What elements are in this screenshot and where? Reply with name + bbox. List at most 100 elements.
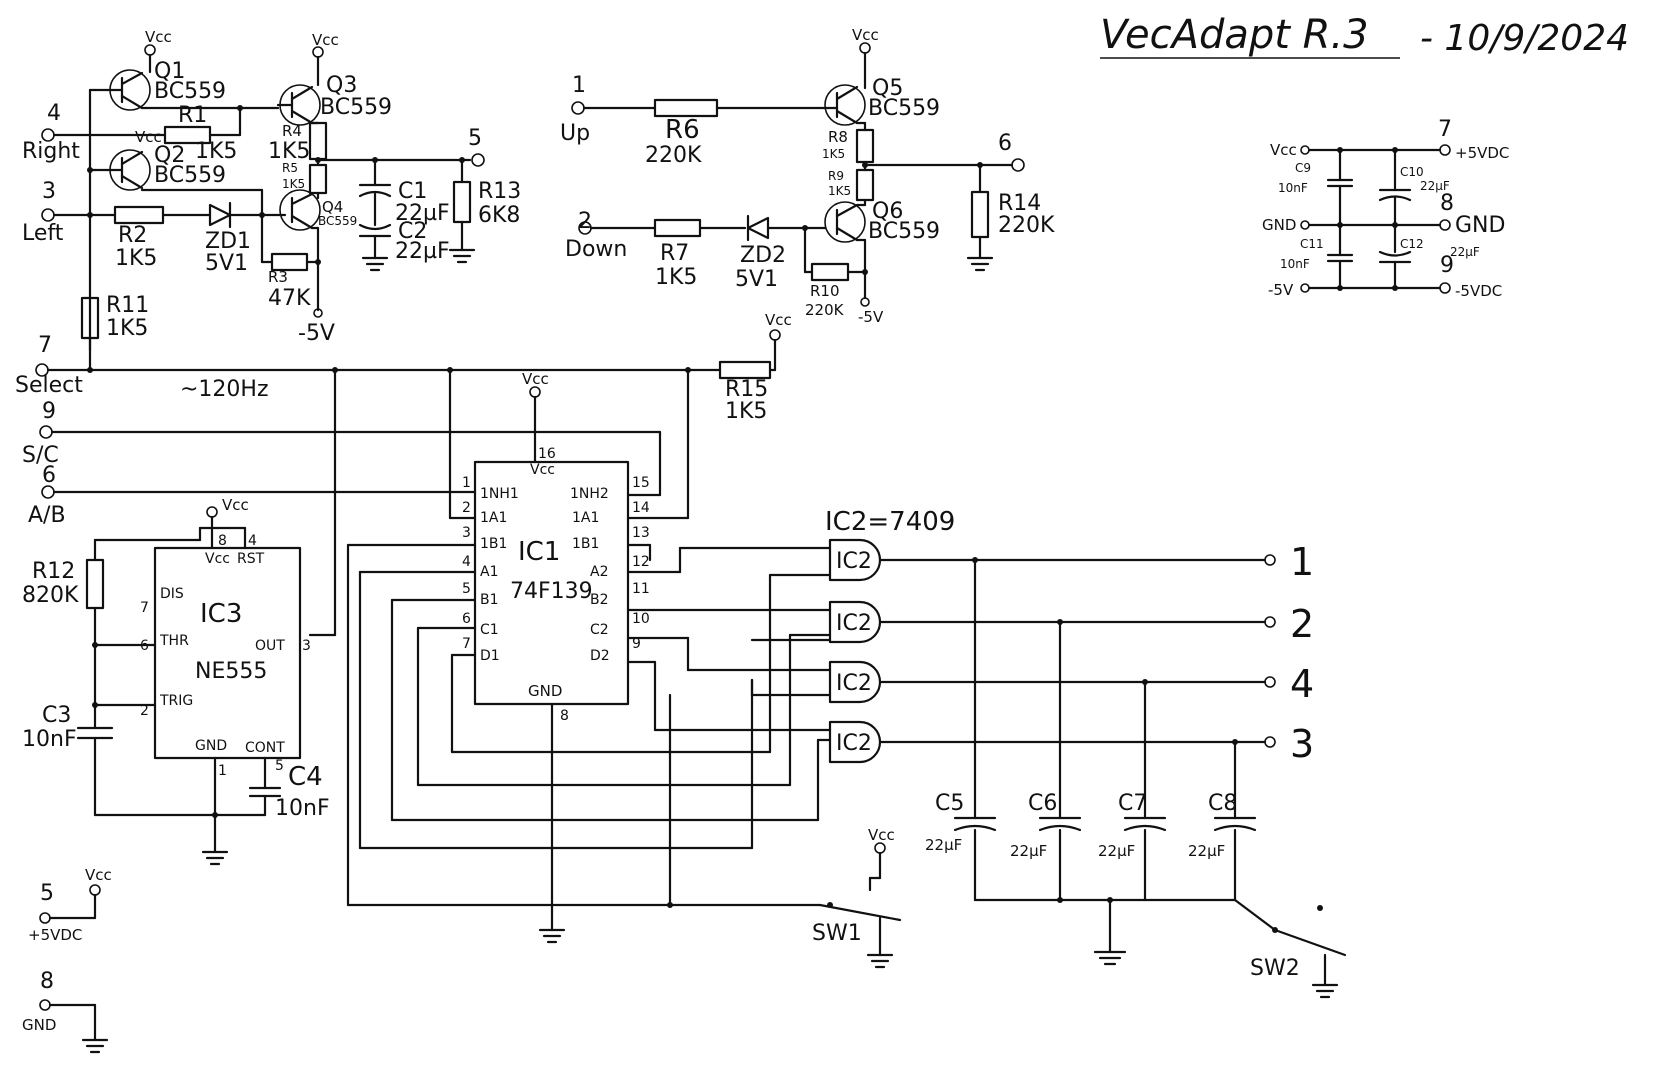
right-label: Right <box>22 139 80 164</box>
svg-text:5: 5 <box>275 758 284 774</box>
svg-text:9: 9 <box>632 636 641 652</box>
svg-text:IC2: IC2 <box>836 549 872 574</box>
psu-minus5-terminal[interactable] <box>1439 282 1451 294</box>
c7-value: 22µF <box>1098 842 1135 860</box>
svg-text:11: 11 <box>632 581 650 597</box>
svg-text:14: 14 <box>632 500 650 516</box>
output-3-terminal[interactable] <box>1264 736 1276 748</box>
r5-value: 1K5 <box>282 177 305 191</box>
up-num: 1 <box>572 73 586 98</box>
c6-name: C6 <box>1028 791 1057 816</box>
capacitor-c4 <box>248 786 282 798</box>
gnd8-terminal[interactable] <box>39 999 51 1011</box>
up-label: Up <box>560 121 590 146</box>
out6-terminal[interactable] <box>1011 158 1025 172</box>
ic2-note: IC2=7409 <box>825 507 955 537</box>
output-1-terminal[interactable] <box>1264 554 1276 566</box>
zd1-name: ZD1 <box>205 229 251 254</box>
svg-text:C2: C2 <box>590 622 609 638</box>
output-2-terminal[interactable] <box>1264 616 1276 628</box>
transistor-q2 <box>93 149 151 191</box>
date: - 10/9/2024 <box>1420 18 1629 59</box>
plus5-terminal[interactable] <box>39 912 51 924</box>
zd2-value: 5V1 <box>735 267 778 292</box>
svg-text:A1: A1 <box>480 564 498 580</box>
r2-value: 1K5 <box>115 246 157 271</box>
output-3-label: 4 <box>1290 662 1314 706</box>
sw2-lever[interactable] <box>1273 928 1347 957</box>
svg-text:3: 3 <box>462 525 471 541</box>
r3-name: R3 <box>268 268 288 286</box>
psu-gnd-terminal[interactable] <box>1439 219 1451 231</box>
c12-name: C12 <box>1400 237 1424 251</box>
r8-name: R8 <box>828 128 848 146</box>
psu-minus5: -5V <box>1268 281 1294 299</box>
svg-text:B1: B1 <box>480 592 499 608</box>
svg-text:C1: C1 <box>480 622 499 638</box>
svg-text:12: 12 <box>632 554 650 570</box>
capacitor-c12 <box>1378 250 1412 264</box>
q4-type: BC559 <box>318 214 357 228</box>
r1-name: R1 <box>178 103 207 128</box>
resistor-r4 <box>308 121 328 161</box>
r15-value: 1K5 <box>725 399 767 424</box>
resistor-r8 <box>855 128 875 164</box>
q4-minus5: -5V <box>298 321 335 346</box>
c4-value: 10nF <box>275 796 330 821</box>
zd2-name: ZD2 <box>740 243 786 268</box>
svg-text:8: 8 <box>218 533 227 549</box>
ic3-part: NE555 <box>195 659 267 684</box>
r11-name: R11 <box>106 293 149 318</box>
capacitor-c7 <box>1123 816 1167 832</box>
psu-plus5vdc: +5VDC <box>1455 144 1509 162</box>
r6-value: 220K <box>645 143 702 168</box>
output-4-terminal[interactable] <box>1264 676 1276 688</box>
r10-name: R10 <box>810 282 840 300</box>
c10-value: 22µF <box>1420 179 1450 193</box>
svg-text:D1: D1 <box>480 648 500 664</box>
left-terminal[interactable] <box>41 208 55 222</box>
r9-value: 1K5 <box>828 184 851 198</box>
r12-value: 820K <box>22 583 79 608</box>
output-4-label: 3 <box>1290 722 1314 766</box>
zd1-value: 5V1 <box>205 251 248 276</box>
svg-text:D2: D2 <box>590 648 610 664</box>
psu-pin9: 9 <box>1440 253 1454 278</box>
right-num: 4 <box>47 101 61 126</box>
plus5-label: +5VDC <box>28 926 82 944</box>
svg-text:2: 2 <box>462 500 471 516</box>
r14-value: 220K <box>998 213 1055 238</box>
gate-3: IC2 <box>828 660 882 704</box>
up-terminal[interactable] <box>571 101 585 115</box>
sc-terminal[interactable] <box>39 425 53 439</box>
c1-value: 22µF <box>395 201 450 226</box>
psu-plus5-terminal[interactable] <box>1439 144 1451 156</box>
resistor-r14 <box>970 190 990 239</box>
ic1-gnd-pin: 8 <box>560 708 569 724</box>
ic3-name: IC3 <box>200 599 242 629</box>
r15-name: R15 <box>725 377 768 402</box>
out5-terminal[interactable] <box>471 153 485 167</box>
left-num: 3 <box>42 179 56 204</box>
ic1-gnd-label: GND <box>528 682 562 700</box>
c6-value: 22µF <box>1010 842 1047 860</box>
c7-name: C7 <box>1118 791 1147 816</box>
ic1-part: 74F139 <box>510 579 593 604</box>
c12-value: 22µF <box>1450 245 1480 259</box>
c3-value: 10nF <box>22 727 77 752</box>
c2-value: 22µF <box>395 239 450 264</box>
c1-name: C1 <box>398 179 427 204</box>
c3-name: C3 <box>42 703 71 728</box>
q5-vcc: Vcc <box>852 26 879 44</box>
r2-name: R2 <box>118 223 147 248</box>
svg-text:B2: B2 <box>590 592 609 608</box>
transistor-q6 <box>824 201 866 243</box>
select-label: Select <box>15 373 83 398</box>
sw1-lever[interactable] <box>818 903 902 922</box>
r13-name: R13 <box>478 179 521 204</box>
psu-vcc: Vcc <box>1270 141 1297 159</box>
c10-name: C10 <box>1400 165 1424 179</box>
c8-value: 22µF <box>1188 842 1225 860</box>
capacitor-c8 <box>1213 816 1257 832</box>
